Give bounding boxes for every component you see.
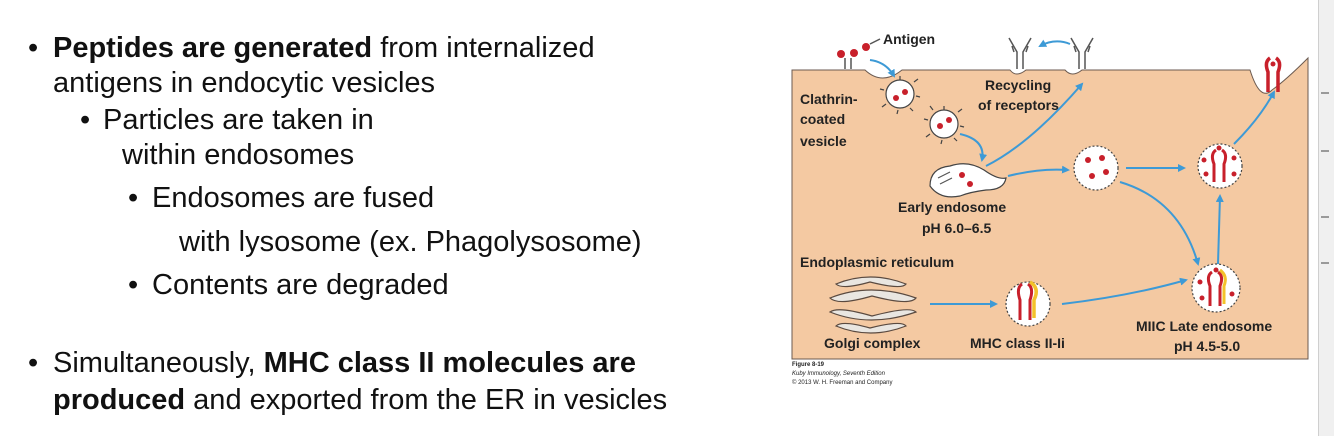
antigen-particle: [837, 50, 845, 58]
bullet-3-line-2: with lysosome (ex. Phagolysosome): [179, 225, 642, 259]
bullet-2-line-2: within endosomes: [122, 138, 354, 172]
uptake-arrow: [870, 60, 894, 76]
antigen-particle: [862, 43, 870, 51]
adjacent-window-mark: [1321, 262, 1329, 264]
antigen-receptor: [845, 58, 851, 69]
figure-source: Kuby Immunology, Seventh Edition: [792, 371, 885, 377]
bullet-1-line-1: Peptides are generated from internalized: [53, 31, 595, 65]
label-er: Endoplasmic reticulum: [800, 254, 954, 270]
bullet-marker: •: [28, 31, 38, 65]
label-mhc: MHC class II-Ii: [970, 335, 1065, 351]
bullet-5-line-2: produced and exported from the ER in ves…: [53, 383, 667, 417]
bullet-1-line-2: antigens in endocytic vesicles: [53, 66, 435, 100]
recycle-arrow: [1040, 41, 1070, 46]
bullet-4-line-1: Contents are degraded: [152, 268, 449, 302]
label-golgi: Golgi complex: [824, 335, 921, 351]
peptide-loaded-vesicle: [1198, 144, 1242, 188]
bullet-1-text: from internalized: [372, 32, 594, 64]
bullet-5-text-2: and exported from the ER in vesicles: [185, 384, 667, 416]
figure-copyright: © 2013 W. H. Freeman and Company: [792, 380, 892, 386]
bullet-marker: •: [80, 103, 90, 137]
bullet-1-bold: Peptides are generated: [53, 32, 372, 64]
figure-number: Figure 8-19: [792, 362, 824, 368]
bullet-marker: •: [28, 346, 38, 380]
adjacent-window-mark: [1321, 150, 1329, 152]
adjacent-window-mark: [1321, 92, 1329, 94]
antigen-particle: [967, 181, 973, 187]
bullet-3-line-1: Endosomes are fused: [152, 181, 434, 215]
bullet-marker: •: [128, 181, 138, 215]
bullet-2-line-1: Particles are taken in: [103, 103, 374, 137]
transport-vesicle: [1074, 146, 1118, 190]
surface-mhc-ii: [1266, 58, 1279, 92]
antigen-particle: [850, 49, 858, 57]
label-antigen: Antigen: [883, 31, 935, 47]
bullet-5-text: Simultaneously,: [53, 347, 264, 379]
adjacent-window-mark: [1321, 216, 1329, 218]
mhc-class-ii-ii-vesicle: [1006, 282, 1050, 326]
bullet-marker: •: [128, 268, 138, 302]
bullet-5-line-1: Simultaneously, MHC class II molecules a…: [53, 346, 636, 380]
adjacent-window-edge: [1318, 0, 1334, 436]
antigen-processing-diagram: Antigen Recycling of receptors Clathr: [790, 20, 1314, 365]
antigen-particle: [959, 172, 965, 178]
bullet-5-bold: MHC class II molecules are: [264, 347, 636, 379]
late-endosome: [1192, 264, 1240, 312]
bullet-5-bold-2: produced: [53, 384, 185, 416]
